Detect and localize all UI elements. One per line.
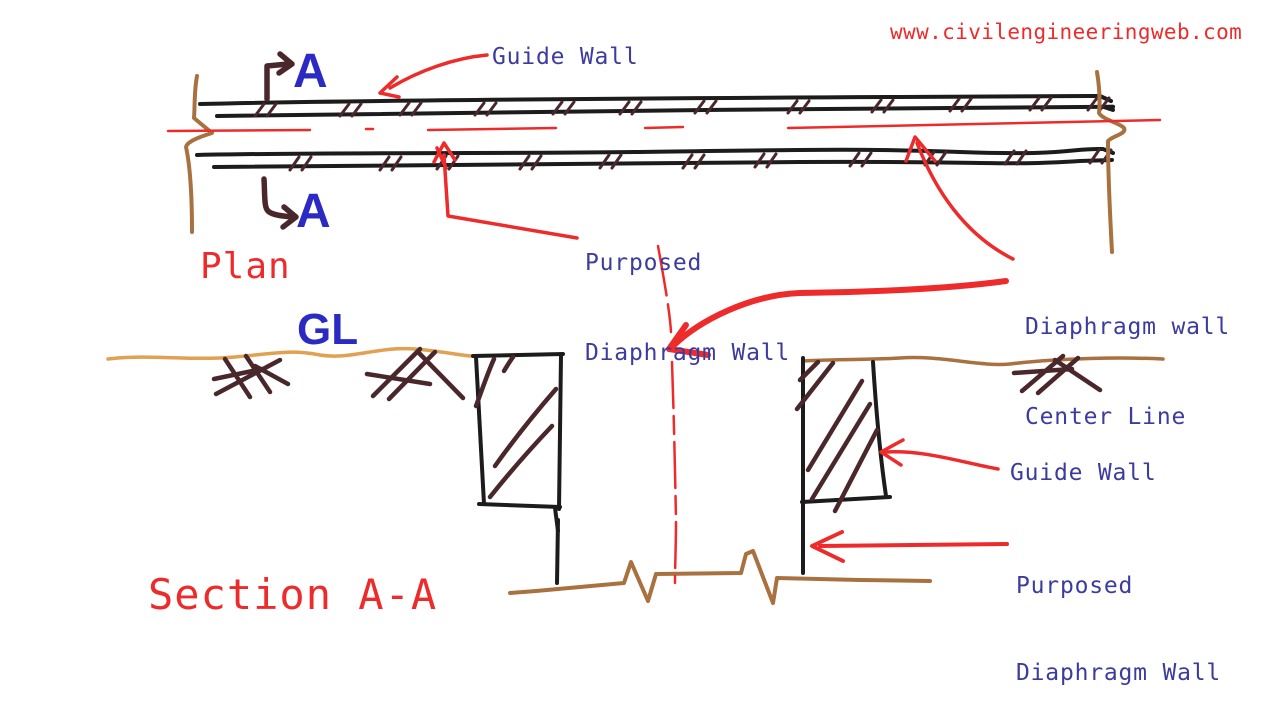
guide-wall-label-plan: Guide Wall xyxy=(492,44,639,70)
purposed-wall-leader-section xyxy=(810,530,1009,563)
trench-bottom xyxy=(508,549,932,605)
plan-centerline xyxy=(166,118,1162,133)
purposed-diaphragm-wall-label-section: Purposed Diaphragm Wall xyxy=(1016,514,1221,711)
plan-left-break-edge xyxy=(184,74,214,234)
purposed-diaphragm-wall-label-plan: Purposed Diaphragm Wall xyxy=(585,188,790,428)
purposed-plan-line1: Purposed xyxy=(585,250,703,276)
diaphragm-centerline-label: Diaphragm wall Center Line xyxy=(1025,252,1230,492)
section-letter-a-top: A xyxy=(293,45,328,98)
plan-title: Plan xyxy=(200,246,291,287)
left-guide-wall-section xyxy=(471,352,565,585)
plan-right-break-edge xyxy=(1095,70,1127,254)
right-guide-wall-section xyxy=(794,356,892,575)
guide-wall-arrow-plan xyxy=(378,53,489,99)
plan-view xyxy=(166,51,1162,261)
section-cut-marker-top xyxy=(264,51,295,102)
ground-line-right xyxy=(801,355,1165,367)
section-centerline xyxy=(656,244,678,585)
website-watermark: www.civilengineeringweb.com xyxy=(890,20,1243,44)
purposed-section-line1: Purposed xyxy=(1016,573,1134,599)
purposed-plan-line2: Diaphragm Wall xyxy=(585,340,791,366)
plan-wall-hatching xyxy=(253,96,1113,172)
guide-wall-leader-section xyxy=(879,438,1000,471)
centerline-arrow-plan xyxy=(904,135,1015,261)
section-title: Section A-A xyxy=(148,570,438,619)
soil-hatch-clusters xyxy=(211,346,1103,402)
centerline-line1: Diaphragm wall xyxy=(1025,314,1231,340)
ground-line-left xyxy=(106,346,473,361)
ground-level-label: GL xyxy=(297,305,359,354)
centerline-line2: Center Line xyxy=(1025,404,1187,430)
guide-wall-label-section: Guide Wall xyxy=(1010,460,1157,486)
purposed-wall-leader-plan xyxy=(432,141,579,240)
section-letter-a-bottom: A xyxy=(296,185,331,238)
section-cut-marker-bottom xyxy=(261,176,299,230)
section-view xyxy=(106,244,1165,605)
plan-lower-guide-wall xyxy=(195,146,1115,169)
centerline-arrow-section xyxy=(666,278,1009,358)
plan-upper-guide-wall xyxy=(198,94,1116,118)
purposed-section-line2: Diaphragm Wall xyxy=(1016,660,1222,686)
